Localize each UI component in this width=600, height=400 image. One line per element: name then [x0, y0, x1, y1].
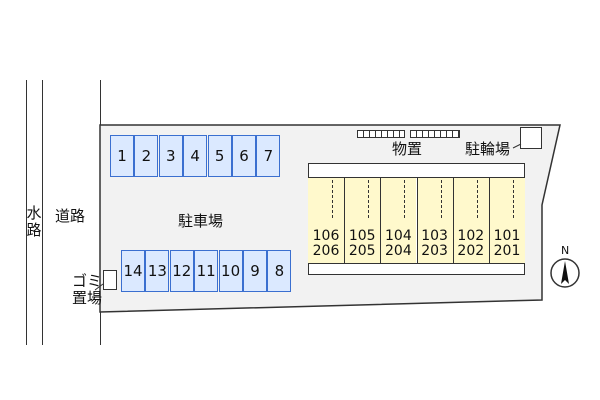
unit-number-lower: 204 — [385, 243, 412, 259]
parking-stall: 3 — [158, 135, 183, 177]
unit-partition-dash — [332, 180, 333, 218]
bicycle-parking-label: 駐輪場 — [465, 140, 511, 158]
parking-stall: 2 — [134, 135, 159, 177]
garbage-area-box — [103, 270, 117, 290]
parking-label: 駐車場 — [178, 212, 224, 230]
apartment-building — [308, 163, 525, 275]
apartment-unit — [489, 178, 525, 263]
waterway-line-right — [42, 80, 43, 345]
unit-number-lower: 205 — [348, 243, 376, 259]
unit-number-lower: 206 — [312, 243, 340, 259]
parking-stall: 1 — [110, 135, 134, 177]
unit-number-upper: 103 — [421, 228, 448, 244]
storage-label: 物置 — [392, 140, 423, 158]
parking-stall: 14 — [121, 250, 145, 292]
unit-number-lower: 202 — [457, 243, 485, 259]
unit-partition-dash — [476, 180, 478, 218]
unit-partition-dash — [513, 180, 514, 218]
unit-partition-dash — [440, 180, 442, 218]
unit-number-upper: 102 — [457, 228, 485, 244]
apartment-unit — [344, 178, 381, 263]
parking-stall: 12 — [169, 250, 194, 292]
waterway-label: 水 路 — [26, 204, 42, 239]
parking-stall: 11 — [194, 250, 219, 292]
unit-number-upper: 104 — [385, 228, 412, 244]
north-label: N — [561, 244, 570, 257]
parking-stall: 8 — [267, 250, 292, 292]
unit-partition-dash — [368, 180, 370, 218]
apartment-unit — [416, 178, 453, 263]
bicycle-parking-box — [520, 127, 542, 149]
unit-number-upper: 101 — [493, 228, 521, 244]
garbage-area-label: ゴミ 置場 — [71, 272, 102, 307]
apartment-unit — [452, 178, 489, 263]
parking-stall: 5 — [207, 135, 232, 177]
parking-stall: 4 — [183, 135, 208, 177]
storage-unit-right — [410, 130, 460, 138]
storage-unit-left — [357, 130, 405, 138]
unit-number-lower: 201 — [493, 243, 521, 259]
unit-partition-dash — [404, 180, 406, 218]
parking-stall: 6 — [232, 135, 256, 177]
unit-number-upper: 105 — [348, 228, 376, 244]
parking-stall: 7 — [256, 135, 281, 177]
north-arrow-icon — [550, 258, 580, 288]
building-top-strip — [308, 163, 525, 178]
unit-number-lower: 203 — [421, 243, 448, 259]
apartment-unit — [380, 178, 417, 263]
apartment-unit — [308, 178, 344, 263]
waterway-line-left — [26, 80, 27, 345]
unit-number-upper: 106 — [312, 228, 340, 244]
parking-stall: 9 — [243, 250, 267, 292]
road-label: 道路 — [55, 207, 86, 225]
parking-stall: 10 — [218, 250, 243, 292]
building-bottom-strip — [308, 263, 525, 275]
parking-stall: 13 — [145, 250, 170, 292]
